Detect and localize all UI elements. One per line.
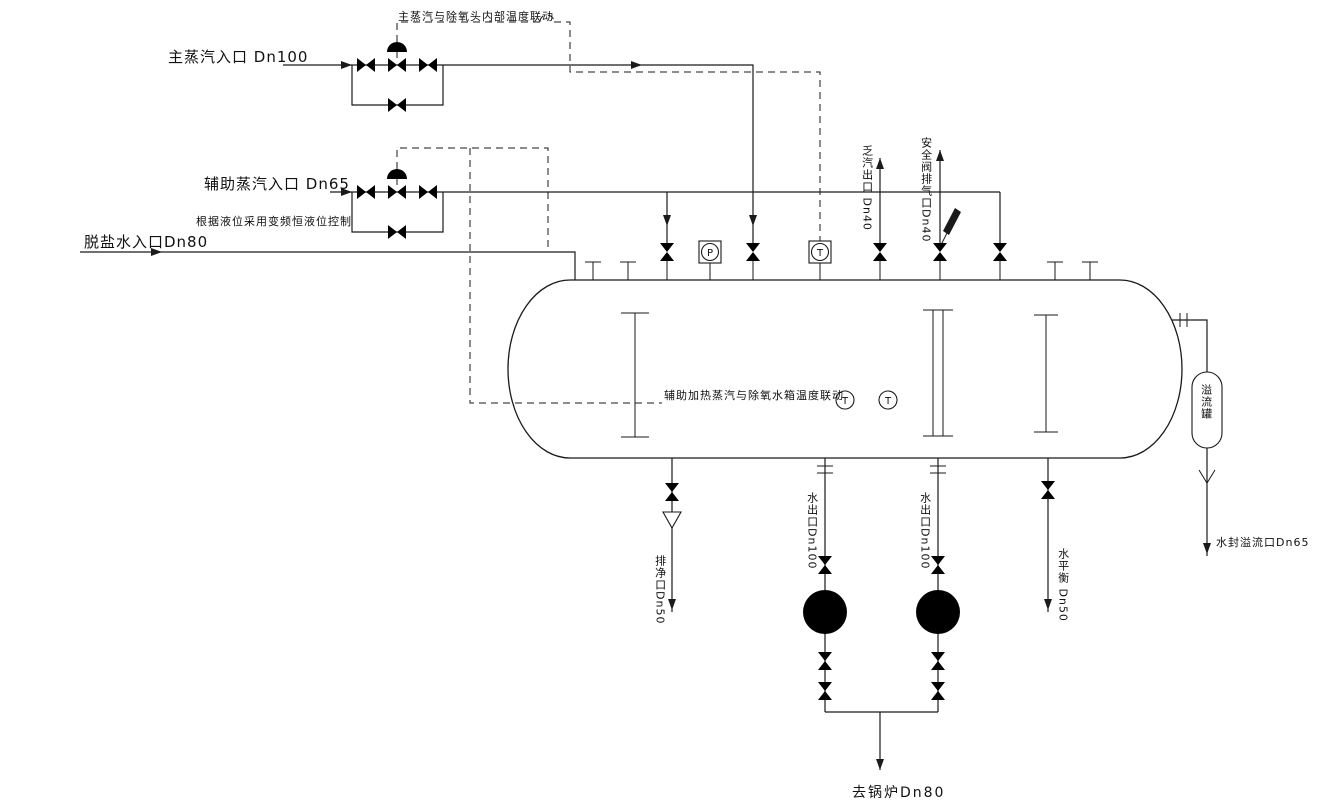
label-exhaust-outlet: 乏汽出口 Dn40 [860, 145, 874, 231]
gate-valve [419, 185, 437, 199]
label-water-outlet-2: 水出口Dn100 [918, 492, 932, 570]
vessel-internals [621, 309, 1058, 438]
exhaust-valve [873, 243, 887, 261]
label-level-control-note: 根据液位采用变频恒液位控制 [196, 215, 352, 228]
temperature-instrument-head: T [808, 240, 832, 264]
temperature-indicator-label: T [841, 396, 849, 407]
gate-valve [419, 58, 437, 72]
label-to-boiler: 去锅炉Dn80 [852, 785, 946, 801]
control-valve-actuator [386, 41, 408, 59]
nozzle-valve [660, 243, 674, 261]
label-water-balance: 水平衡 Dn50 [1056, 548, 1070, 622]
gate-valve [357, 185, 375, 199]
pumps [803, 590, 960, 634]
nozzle-valve [993, 243, 1007, 261]
gate-valve [357, 58, 375, 72]
check-valves [818, 652, 945, 670]
pressure-instrument: P [698, 240, 722, 264]
signal-line-main-steam-interlock [396, 14, 821, 241]
label-overflow-tank: 溢流罐 [1199, 384, 1213, 420]
bypass-valve [388, 225, 406, 239]
control-valve-actuator [386, 168, 408, 186]
label-water-seal-overflow: 水封溢流口Dn65 [1216, 536, 1310, 549]
aux-steam-control-valve [388, 185, 406, 199]
demin-water-line [80, 251, 576, 280]
drain-valve [665, 483, 679, 501]
temperature-instrument-tank-1: T [835, 390, 855, 410]
boiler-feed-pump-2 [916, 590, 960, 634]
pump-suction-valve [931, 556, 945, 574]
check-valve [931, 652, 945, 670]
signal-line-tank-temp-interlock [396, 147, 662, 404]
vent-lines [879, 150, 961, 248]
label-aux-steam-inlet: 辅助蒸汽入口 Dn65 [204, 175, 350, 193]
safety-valve [933, 243, 947, 261]
pressure-indicator-label: P [707, 248, 713, 259]
safety-valve-lever-flag [943, 208, 961, 235]
label-water-outlet-1: 水出口Dn100 [805, 492, 819, 570]
aux-steam-bypass [351, 192, 444, 233]
deaerator-vessel [507, 279, 1183, 459]
temperature-indicator-label: T [816, 248, 824, 259]
check-valve [818, 652, 832, 670]
main-steam-control-valve [388, 58, 406, 72]
overflow-tank-vessel [1191, 371, 1223, 449]
water-balance-valve [1041, 481, 1055, 499]
drain-funnel [662, 511, 682, 530]
top-nozzle-stubs [585, 261, 1098, 280]
label-demin-water-inlet: 脱盐水入口Dn80 [84, 233, 209, 251]
nozzle-valve [746, 243, 760, 261]
label-drain-port: 排净口Dn50 [653, 555, 667, 625]
label-main-steam-inlet: 主蒸汽入口 Dn100 [168, 48, 309, 66]
label-main-steam-interlock: 主蒸汽与除氧头内部温度联动 [398, 10, 554, 23]
label-safety-valve-vent: 安全阀排气口Dn40 [919, 137, 933, 243]
pump-suction-valve [818, 556, 832, 574]
main-steam-bypass [351, 65, 444, 106]
boiler-feed-pump-1 [803, 590, 847, 634]
main-steam-line [283, 64, 754, 243]
temperature-instrument-tank-2: T [878, 390, 898, 410]
bypass-valve [388, 98, 406, 112]
pump-discharge-valve [931, 682, 945, 700]
overflow-line [1172, 313, 1223, 556]
pump-discharge-valve [818, 682, 832, 700]
temperature-indicator-label: T [884, 396, 892, 407]
label-tank-temp-interlock: 辅助加热蒸汽与除氧水箱温度联动 [664, 389, 844, 402]
